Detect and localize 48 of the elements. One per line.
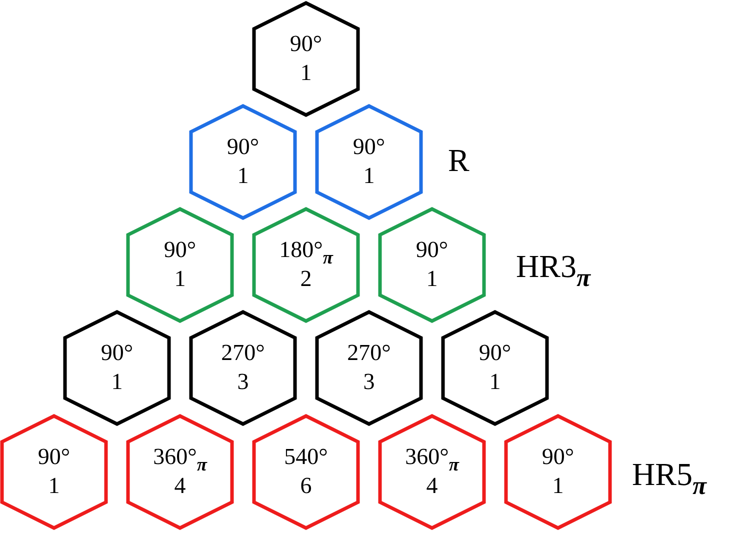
hexagon: [378, 207, 486, 323]
angle-label: 90°: [478, 339, 512, 368]
count-label: 3: [363, 368, 375, 396]
hexagon: [189, 104, 297, 220]
count-label: 3: [237, 368, 249, 396]
count-label: 1: [174, 265, 186, 293]
hexagon: [252, 1, 360, 117]
count-label: 2: [300, 265, 312, 293]
angle-label: 360°$_{π}$: [153, 443, 207, 472]
angle-label: 90°: [290, 30, 322, 58]
angle-label: 270°: [347, 339, 391, 368]
count-label: 1: [111, 368, 123, 396]
count-label: 1: [48, 472, 60, 500]
angle-label: 90°: [226, 133, 260, 162]
angle-label: 90°: [100, 339, 134, 368]
angle-label: 90°: [542, 443, 574, 472]
count-label: 4: [426, 472, 438, 500]
row-label: HR5$_{π}$: [632, 456, 706, 493]
angle-label: 90°: [164, 236, 196, 264]
count-label: 1: [426, 265, 438, 293]
count-label: 1: [363, 162, 375, 190]
hexagon: [441, 310, 549, 426]
angle-label: 270°: [221, 339, 265, 368]
hexagon: [126, 207, 234, 323]
angle-label: 360°$_{π}$: [405, 443, 459, 472]
count-label: 4: [174, 472, 186, 500]
row-label: HR3$_{π}$: [516, 248, 590, 285]
hexagon: [252, 414, 360, 530]
count-label: 6: [300, 472, 312, 500]
row-label: R: [448, 142, 470, 179]
hexagon: [315, 310, 423, 426]
angle-label: 90°: [38, 443, 70, 472]
hexagon: [315, 104, 423, 220]
hexagon: [126, 414, 234, 530]
hexagon: [252, 207, 360, 323]
hexagon: [189, 310, 297, 426]
angle-label: 90°: [352, 133, 386, 162]
angle-label: 90°: [416, 236, 448, 264]
count-label: 1: [237, 162, 249, 190]
hexagon: [504, 414, 612, 530]
angle-label: 180°$_{π}$: [279, 236, 333, 265]
hexagon: [0, 414, 108, 530]
count-label: 1: [552, 472, 564, 500]
hexagon: [63, 310, 171, 426]
count-label: 1: [300, 59, 312, 87]
angle-label: 540°: [284, 443, 328, 472]
count-label: 1: [489, 368, 501, 396]
hexagon: [378, 414, 486, 530]
